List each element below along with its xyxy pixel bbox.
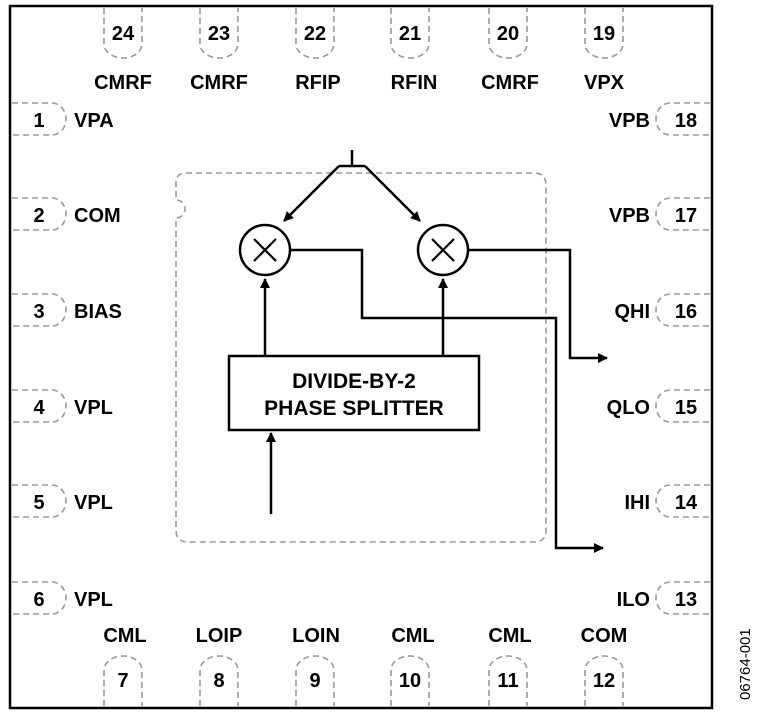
rf-input-path (283, 150, 421, 222)
pin-22-name: RFIP (295, 72, 341, 94)
q-mixer-icon (416, 223, 470, 277)
pin-1-number: 1 (33, 110, 44, 132)
pin-11-name: CML (488, 625, 531, 647)
pin-19-number: 19 (593, 23, 615, 45)
pin-16-number: 16 (675, 301, 697, 323)
package-outline (8, 4, 714, 710)
pin-2-number: 2 (33, 205, 44, 227)
pin-7-number: 7 (117, 670, 128, 692)
pin-23-number: 23 (208, 23, 230, 45)
pin-13-number: 13 (675, 589, 697, 611)
pin-18-name: VPB (609, 110, 650, 132)
pin-5-name: VPL (74, 492, 113, 514)
left-pin-pads (12, 102, 67, 615)
pin-15-name: QLO (607, 397, 650, 419)
pin-15-number: 15 (675, 397, 697, 419)
figure-code: 06764-001 (737, 628, 754, 700)
pin-13-name: ILO (617, 589, 650, 611)
pin-9-name: LOIN (292, 625, 340, 647)
pin-5-number: 5 (33, 492, 44, 514)
pin-17-number: 17 (675, 205, 697, 227)
pin-7-name: CML (103, 625, 146, 647)
pin-14-number: 14 (675, 492, 698, 514)
phase-splitter-block (227, 354, 481, 432)
pin-24-number: 24 (112, 23, 135, 45)
phase-splitter-line2: PHASE SPLITTER (264, 397, 444, 420)
right-pin-pads (655, 102, 710, 615)
bottom-pin-pads (103, 655, 624, 706)
q-output-path (468, 248, 608, 363)
pin-24-name: CMRF (94, 72, 152, 94)
pin-1-name: VPA (74, 110, 114, 132)
die-boundary (175, 172, 547, 543)
pin-16-name: QHI (614, 301, 650, 323)
pin-9-number: 9 (309, 670, 320, 692)
pin-6-number: 6 (33, 589, 44, 611)
pin-14-name: IHI (624, 492, 650, 514)
pin-12-name: COM (581, 625, 628, 647)
pin-20-number: 20 (497, 23, 519, 45)
pin-19-name: VPX (584, 72, 625, 94)
pin-17-name: VPB (609, 205, 650, 227)
pin-4-name: VPL (74, 397, 113, 419)
phase-splitter-line1: DIVIDE-BY-2 (292, 370, 416, 393)
pin-18-number: 18 (675, 110, 697, 132)
pin-10-number: 10 (399, 670, 421, 692)
i-output-path (290, 248, 604, 553)
pin-20-name: CMRF (481, 72, 539, 94)
pin-23-name: CMRF (190, 72, 248, 94)
pin-3-name: BIAS (74, 301, 122, 323)
pin-11-number: 11 (497, 670, 518, 692)
top-pin-pads (103, 8, 624, 59)
pin-2-name: COM (74, 205, 121, 227)
i-mixer-icon (238, 223, 292, 277)
pin-8-name: LOIP (196, 625, 243, 647)
pin-10-name: CML (391, 625, 434, 647)
pin-12-number: 12 (593, 670, 615, 692)
pin-4-number: 4 (33, 397, 45, 419)
pin-3-number: 3 (33, 301, 44, 323)
pin-21-name: RFIN (391, 72, 438, 94)
pin-22-number: 22 (304, 23, 326, 45)
pin-21-number: 21 (399, 23, 421, 45)
pin-6-name: VPL (74, 589, 113, 611)
pin-8-number: 8 (213, 670, 224, 692)
